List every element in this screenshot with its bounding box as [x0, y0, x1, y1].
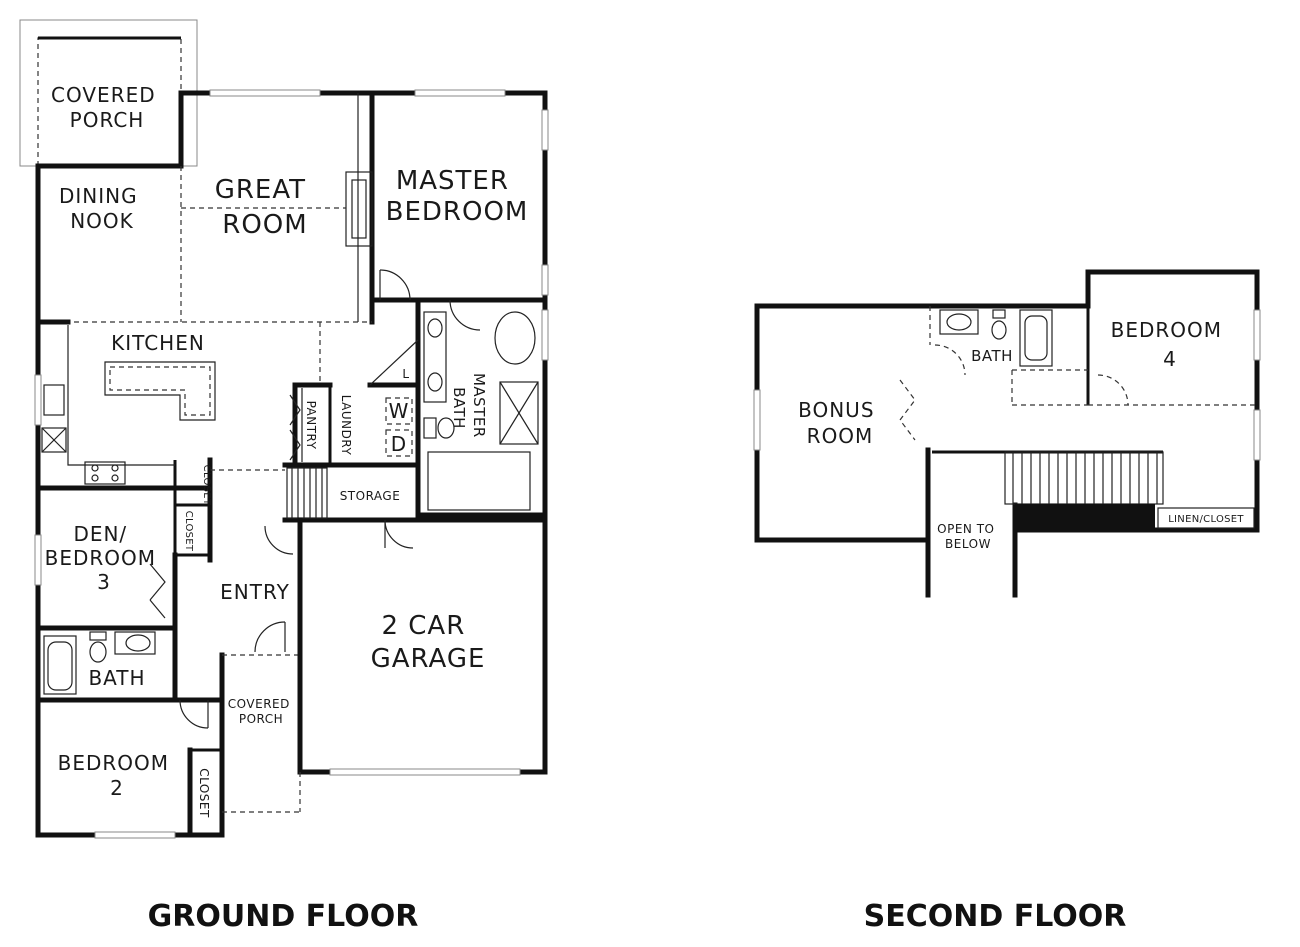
second-floor-title: SECOND FLOOR: [864, 899, 1127, 934]
label-bedroom-2: BEDROOM 2: [58, 751, 177, 800]
label-entry: ENTRY: [220, 580, 290, 604]
label-dryer: D: [391, 432, 407, 456]
label-covered-porch-front: COVERED PORCH: [228, 697, 294, 726]
label-covered-porch-rear: COVERED PORCH: [51, 83, 163, 132]
label-closet-den: CLOSET: [183, 511, 194, 552]
label-closet-kitchen: CLOSET: [201, 465, 212, 506]
ground-floor-plan: COVERED PORCH DINING NOOK GREAT ROOM MAS…: [19, 19, 549, 934]
linen-closet-box: [1157, 507, 1255, 529]
ground-windows: [34, 89, 549, 839]
label-master-bedroom: MASTER BEDROOM: [386, 166, 529, 227]
label-bath: BATH: [88, 666, 145, 690]
ground-doors: [149, 269, 481, 729]
second-labels: BONUS ROOM BATH BEDROOM 4 OPEN TO BELOW …: [798, 318, 1244, 551]
label-dining-nook: DINING NOOK: [59, 184, 145, 233]
label-pantry: PANTRY: [304, 401, 318, 450]
label-bedroom-4: BEDROOM 4: [1111, 318, 1230, 371]
kitchen-island: [104, 361, 216, 421]
label-great-room: GREAT ROOM: [215, 175, 316, 240]
label-closet-bedroom-2: CLOSET: [197, 768, 211, 818]
ground-labels: COVERED PORCH DINING NOOK GREAT ROOM MAS…: [45, 83, 529, 818]
label-laundry: LAUNDRY: [339, 395, 353, 456]
second-exterior-walls: [754, 269, 1260, 598]
label-linen-closet: LINEN/CLOSET: [1168, 514, 1244, 525]
label-linen: L: [402, 367, 409, 381]
ground-fixtures: [41, 311, 539, 695]
ground-floor-title: GROUND FLOOR: [148, 899, 419, 934]
ground-interior-walls: [35, 90, 548, 838]
label-washer: W: [389, 399, 410, 423]
second-stairs: [1004, 451, 1164, 505]
label-open-to-below: OPEN TO BELOW: [937, 522, 999, 551]
stair-railing-wall: [1015, 504, 1155, 530]
second-interior: [899, 306, 1257, 530]
label-second-bath: BATH: [971, 347, 1013, 365]
label-bonus-room: BONUS ROOM: [798, 398, 882, 448]
label-den: DEN/ BEDROOM 3: [45, 522, 164, 594]
label-master-bath: MASTER BATH: [450, 373, 488, 443]
second-windows: [753, 309, 1261, 461]
label-garage: 2 CAR GARAGE: [371, 611, 486, 674]
second-floor-plan: BONUS ROOM BATH BEDROOM 4 OPEN TO BELOW …: [753, 269, 1261, 934]
label-storage: STORAGE: [340, 489, 401, 503]
label-kitchen: KITCHEN: [111, 331, 205, 355]
ground-stairs: [286, 467, 328, 519]
